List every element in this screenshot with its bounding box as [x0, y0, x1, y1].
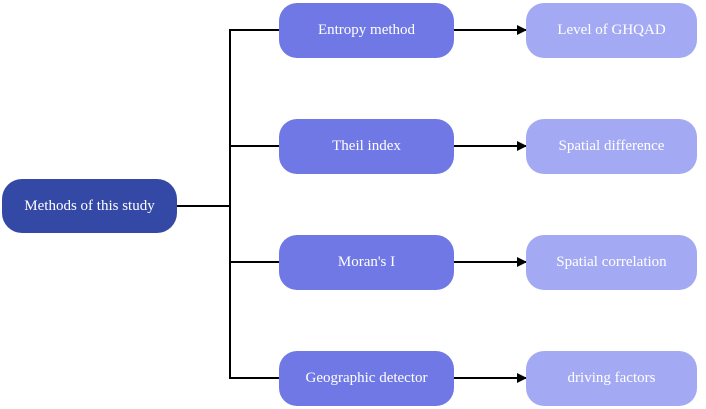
result-node-label: Spatial difference: [558, 138, 665, 154]
root-node-label: Methods of this study: [24, 197, 155, 214]
method-node-entropy: Entropy method: [279, 3, 454, 58]
result-node-spatial-correlation: Spatial correlation: [526, 235, 697, 290]
method-node-label: Geographic detector: [305, 370, 428, 386]
method-node-theil: Theil index: [279, 119, 454, 174]
result-node-label: driving factors: [567, 370, 656, 386]
result-node-label: Level of GHQAD: [557, 22, 666, 38]
result-node-spatial-difference: Spatial difference: [526, 119, 697, 174]
result-node-label: Spatial correlation: [556, 254, 667, 270]
root-node: Methods of this study: [2, 179, 177, 233]
method-node-geodetector: Geographic detector: [279, 351, 454, 406]
result-node-driving-factors: driving factors: [526, 351, 697, 406]
method-node-moran: Moran's I: [279, 235, 454, 290]
method-node-label: Entropy method: [317, 22, 416, 38]
result-node-ghqad: Level of GHQAD: [526, 3, 697, 58]
method-node-label: Moran's I: [337, 254, 396, 270]
method-node-label: Theil index: [332, 138, 401, 154]
